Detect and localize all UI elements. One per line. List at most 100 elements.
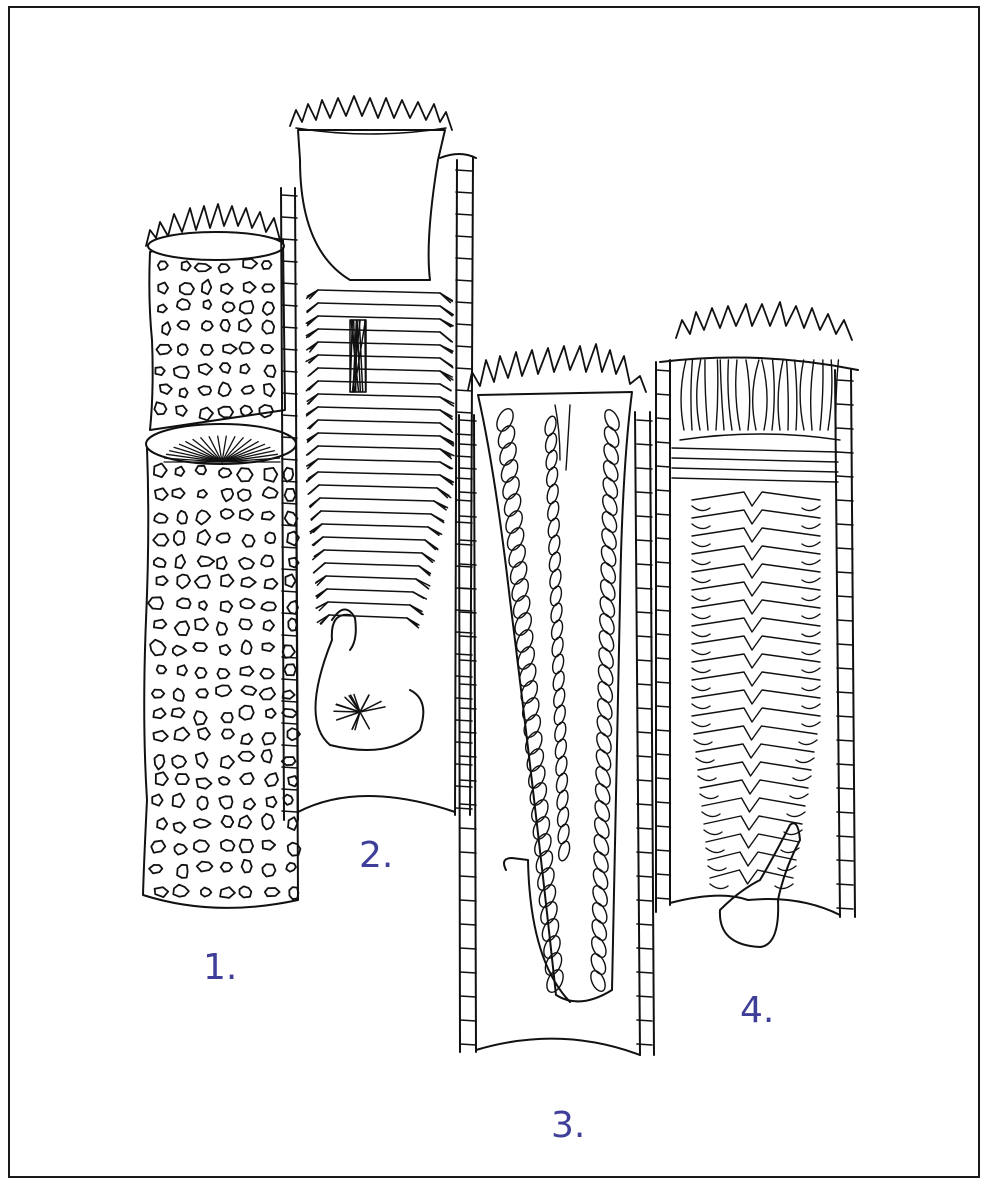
lobe [692, 542, 710, 547]
wall-segment [456, 720, 472, 721]
wall-segment [460, 420, 476, 421]
lobe [692, 650, 710, 655]
collar-ring [672, 458, 838, 462]
body-segment [708, 852, 796, 866]
lobe [692, 578, 710, 583]
lobe [704, 830, 722, 835]
body-segment [692, 708, 820, 722]
bristle [413, 592, 424, 598]
parapodium [507, 559, 530, 587]
tentacle [800, 360, 804, 430]
body-segment [321, 511, 431, 514]
wall-segment [282, 701, 297, 702]
body-segment [319, 485, 437, 488]
bristle [310, 420, 318, 428]
tentacle [736, 360, 740, 430]
wall-segment [282, 657, 297, 658]
bristle [419, 566, 430, 574]
lobe [802, 524, 820, 529]
wall-segment [837, 788, 853, 789]
wall-segment [282, 547, 297, 548]
lobe [708, 866, 726, 871]
body-segment [318, 381, 440, 384]
wall-segment [282, 723, 297, 724]
wall-segment [460, 540, 476, 541]
lobe [802, 578, 820, 583]
wall-segment [460, 684, 476, 685]
wall-segment [456, 676, 472, 677]
wall-segment [837, 764, 853, 765]
wall-segment [282, 613, 297, 614]
wall-segment [656, 730, 670, 731]
bristle [425, 540, 438, 549]
body-segment [692, 582, 820, 596]
tentacle [778, 360, 783, 430]
body-segment [692, 672, 820, 686]
body-segment [320, 498, 434, 501]
lobe [696, 758, 714, 763]
tentacle [753, 360, 759, 430]
lobe [802, 668, 820, 673]
parapodium [528, 797, 551, 825]
body-segment [710, 870, 793, 884]
tube-2-crown [290, 96, 452, 130]
wall-segment [460, 588, 476, 589]
tube-3-tail [504, 858, 570, 1002]
wall-segment [456, 280, 472, 281]
wall-segment [837, 884, 853, 885]
bristle [308, 485, 319, 494]
wall-segment [637, 564, 652, 565]
wall-segment [460, 996, 476, 997]
wall-segment [460, 756, 476, 757]
lobe [802, 542, 820, 547]
body-segment [318, 342, 440, 345]
bristle [308, 394, 318, 404]
wall-segment [282, 481, 297, 482]
lobe [802, 596, 820, 601]
lobe [692, 596, 710, 601]
wall-segment [282, 195, 297, 196]
lobe [692, 632, 710, 637]
body-segment [318, 420, 440, 423]
bristle [440, 332, 452, 342]
body-segment [692, 618, 820, 632]
tube-2-curl [315, 615, 423, 750]
wall-segment [837, 404, 853, 405]
wall-segment [656, 898, 670, 899]
bristle [440, 306, 452, 316]
wall-segment [460, 972, 476, 973]
lobe [787, 812, 805, 817]
bristle [316, 589, 327, 596]
wall-segment [460, 468, 476, 469]
lobe [793, 776, 811, 781]
wall-segment [656, 778, 670, 779]
wall-segment [837, 476, 853, 477]
wall-segment [456, 390, 472, 391]
body-segment [318, 394, 440, 397]
parapodium [530, 814, 553, 842]
tube-4-bottom-edge [670, 896, 840, 915]
parapodium [504, 525, 527, 553]
tentacle [820, 360, 823, 430]
bristle [308, 446, 318, 455]
body-segment [318, 472, 440, 475]
tube-4-tail [720, 823, 800, 947]
lobe [775, 884, 793, 889]
tube-2-label: 2. [359, 838, 393, 874]
tentacle [697, 360, 701, 430]
tentacle [828, 360, 832, 430]
wall-segment [656, 634, 670, 635]
tube-2-bottom-edge [298, 796, 455, 812]
wall-segment [637, 804, 652, 805]
tube-3-label: 3. [551, 1108, 585, 1144]
wall-segment [637, 660, 652, 661]
bristle [440, 475, 452, 483]
wall-segment [460, 612, 476, 613]
wall-segment [637, 780, 652, 781]
wall-segment [282, 459, 297, 460]
body-segment [318, 303, 440, 306]
tube-1-label: 1. [203, 950, 237, 986]
body-segment [702, 798, 805, 812]
wall-segment [656, 442, 670, 443]
body-segment [318, 368, 440, 371]
